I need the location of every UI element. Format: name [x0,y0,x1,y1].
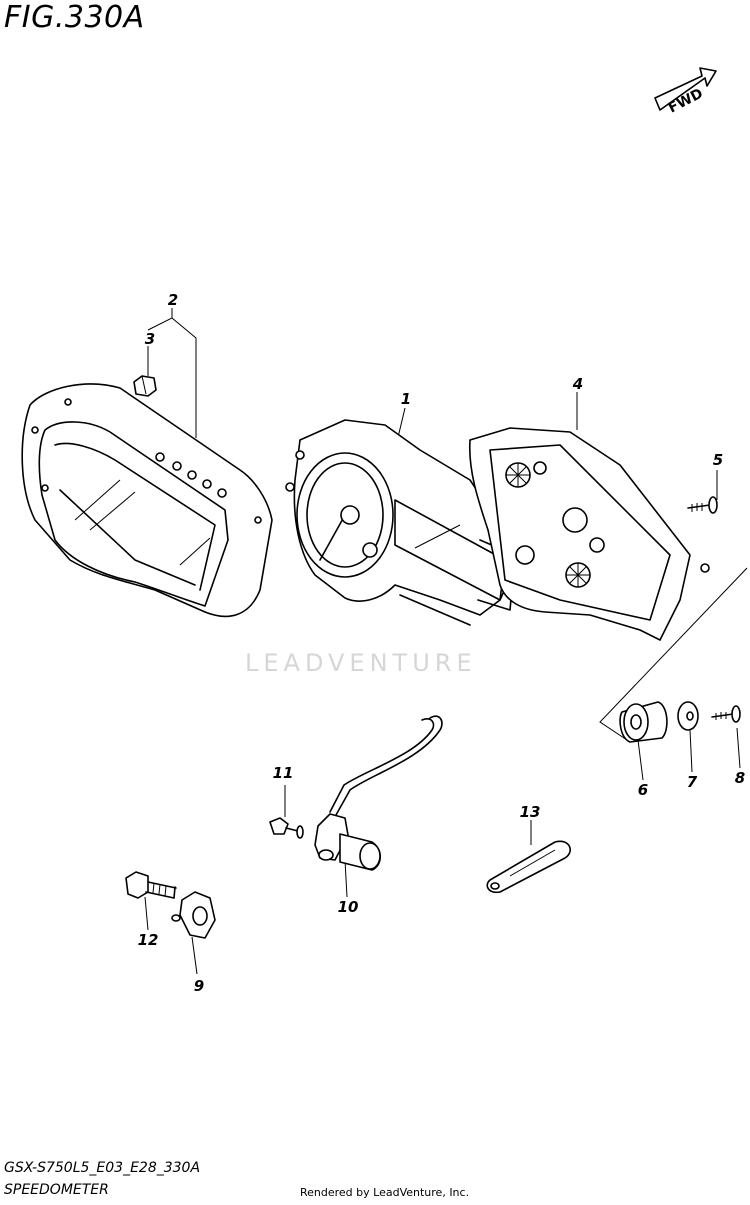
bracket-plate-part-9 [171,891,216,939]
callout-3: 3 [144,330,156,348]
leader-lines [144,308,748,975]
meter-cover-part-2 [21,383,273,618]
callout-7: 7 [686,773,698,791]
callout-1: 1 [400,390,412,408]
callout-10: 10 [337,898,359,916]
callout-2: 2 [167,291,179,309]
callout-5: 5 [712,451,724,469]
nut-part-3 [133,375,157,397]
callout-4: 4 [572,375,584,393]
section-name: SPEEDOMETER [4,1182,109,1198]
callout-9: 9 [193,977,205,995]
fwd-arrow-icon: FWD [654,67,717,117]
washer-part-7 [677,701,699,731]
vent-grille-icon [505,462,591,588]
screw-part-5 [687,496,718,514]
figure-title: FIG.330A [4,0,145,35]
screw-part-8 [711,705,741,723]
callout-13: 13 [519,803,541,821]
callout-11: 11 [272,764,294,782]
rear-housing-part-4 [468,427,710,641]
callout-6: 6 [637,781,649,799]
watermark-text: LEADVENTURE [245,649,477,677]
callout-8: 8 [734,769,746,787]
bolt-part-12 [125,871,177,899]
gauge-assembly-part-1 [285,419,521,626]
speed-sensor-part-10 [314,715,443,871]
clamp-strip-part-13 [486,840,571,894]
callout-12: 12 [137,931,159,949]
cushion-part-6 [619,701,668,743]
bolt-part-11 [269,817,304,839]
model-code: GSX-S750L5_E03_E28_330A [4,1160,201,1176]
rendered-by-credit: Rendered by LeadVenture, Inc. [300,1186,470,1199]
